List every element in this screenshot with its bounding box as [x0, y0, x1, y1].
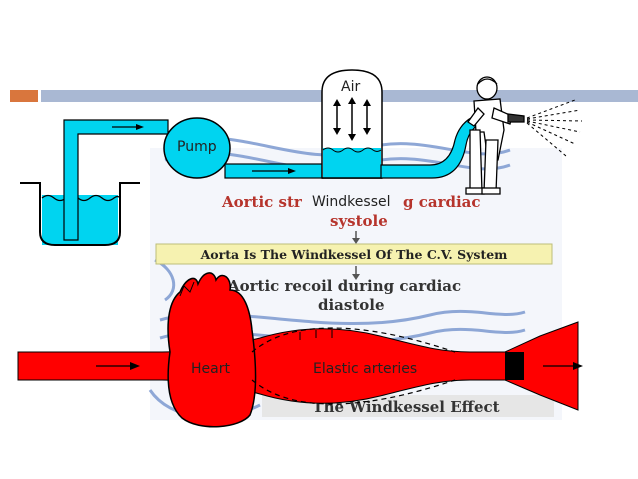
banner-text: Aorta Is The Windkessel Of The C.V. Syst… — [200, 247, 508, 262]
firefighter-figure — [465, 76, 525, 195]
pump — [163, 117, 231, 179]
heart-label: Heart — [191, 361, 230, 377]
figure-line-2: systole — [330, 212, 388, 230]
water-spray — [526, 99, 583, 157]
recoil-line-2: diastole — [318, 296, 385, 314]
outflow-arrow — [573, 362, 583, 370]
resistance-band — [505, 352, 524, 380]
figure-line-1a: Aortic str — [221, 193, 303, 211]
windkessel-banner — [155, 243, 553, 265]
heart-shape — [167, 272, 257, 428]
expanded-artery-outline — [251, 327, 456, 353]
header-accent-block — [10, 90, 38, 102]
figure-line-1b: g cardiac — [403, 193, 481, 211]
inflow-arrow — [130, 362, 140, 370]
pump-label: Pump — [177, 139, 217, 155]
recoil-line-1: Aortic recoil during cardiac — [227, 277, 461, 295]
windkessel-chamber — [321, 69, 383, 179]
windkessel-label: Windkessel — [312, 194, 391, 210]
elastic-arteries-label: Elastic arteries — [313, 361, 417, 377]
artery-tube — [17, 321, 579, 411]
air-label: Air — [341, 79, 360, 95]
left-reservoir — [20, 182, 140, 246]
